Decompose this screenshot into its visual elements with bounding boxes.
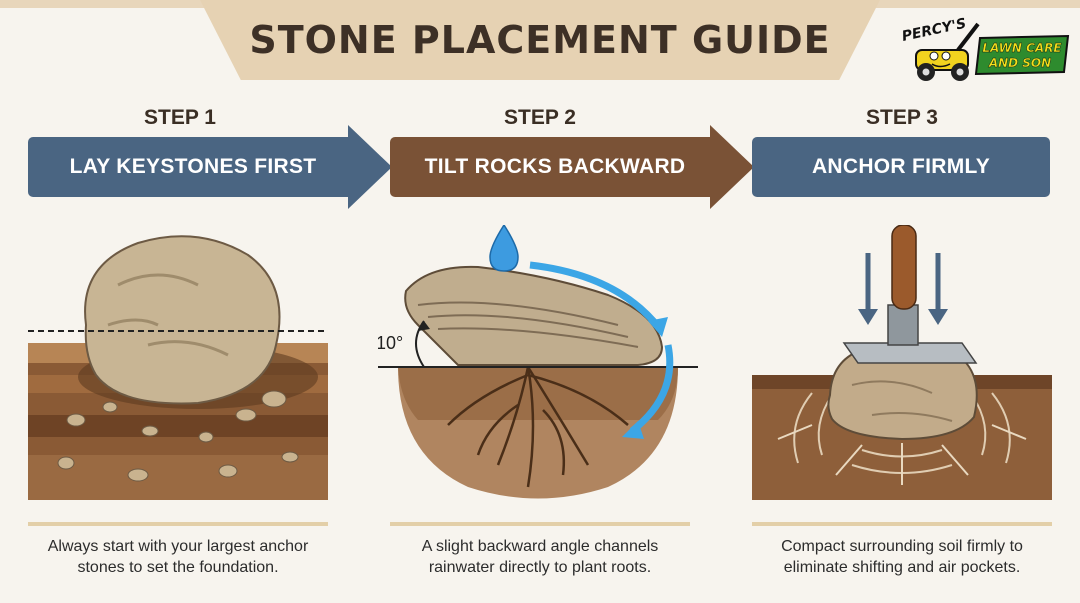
tilted-rock-water-drop-icon: 10° bbox=[378, 225, 698, 499]
step-1-banner: LAY KEYSTONES FIRST bbox=[28, 137, 358, 197]
caption-line: A slight backward angle channels bbox=[421, 538, 659, 555]
caption-line: eliminate shifting and air pockets. bbox=[783, 559, 1021, 576]
step-1-caption: Always start with your largest anchor st… bbox=[28, 536, 328, 578]
caption-line: rainwater directly to plant roots. bbox=[428, 559, 652, 576]
lawn-mower-icon bbox=[915, 22, 980, 81]
svg-text:AND SON: AND SON bbox=[988, 56, 1051, 70]
step-3-banner: ANCHOR FIRMLY bbox=[752, 137, 1050, 197]
title-banner: STONE PLACEMENT GUIDE bbox=[200, 0, 880, 80]
water-drop-icon bbox=[489, 225, 519, 272]
caption-line: stones to set the foundation. bbox=[77, 559, 279, 576]
angle-label: 10° bbox=[378, 333, 403, 353]
caption-line: Compact surrounding soil firmly to bbox=[781, 538, 1023, 555]
svg-text:LAWN CARE: LAWN CARE bbox=[982, 41, 1062, 55]
step-2-caption: A slight backward angle channels rainwat… bbox=[390, 536, 690, 578]
step-3-label: STEP 3 bbox=[866, 106, 938, 129]
boulder-in-soil-icon bbox=[28, 235, 328, 500]
step-2-heading: TILT ROCKS BACKWARD bbox=[424, 155, 686, 178]
step-3-caption: Compact surrounding soil firmly to elimi… bbox=[752, 536, 1052, 578]
divider bbox=[390, 522, 690, 526]
tamper-pressing-rock-icon bbox=[752, 225, 1052, 500]
step-2-label: STEP 2 bbox=[504, 106, 576, 129]
arrow-right-icon bbox=[710, 125, 754, 209]
divider bbox=[28, 522, 328, 526]
step-1-label: STEP 1 bbox=[144, 106, 216, 129]
page-title: STONE PLACEMENT GUIDE bbox=[249, 18, 831, 62]
caption-line: Always start with your largest anchor bbox=[47, 538, 309, 555]
divider bbox=[752, 522, 1052, 526]
svg-text:PERCY'S: PERCY'S bbox=[900, 16, 967, 45]
step-3-heading: ANCHOR FIRMLY bbox=[811, 155, 991, 178]
step-2-banner: TILT ROCKS BACKWARD bbox=[390, 137, 720, 197]
step-1-heading: LAY KEYSTONES FIRST bbox=[69, 155, 317, 178]
percys-lawn-care-logo: PERCY'S LAWN CARE AND SON bbox=[900, 16, 1070, 81]
arrow-right-icon bbox=[348, 125, 392, 209]
